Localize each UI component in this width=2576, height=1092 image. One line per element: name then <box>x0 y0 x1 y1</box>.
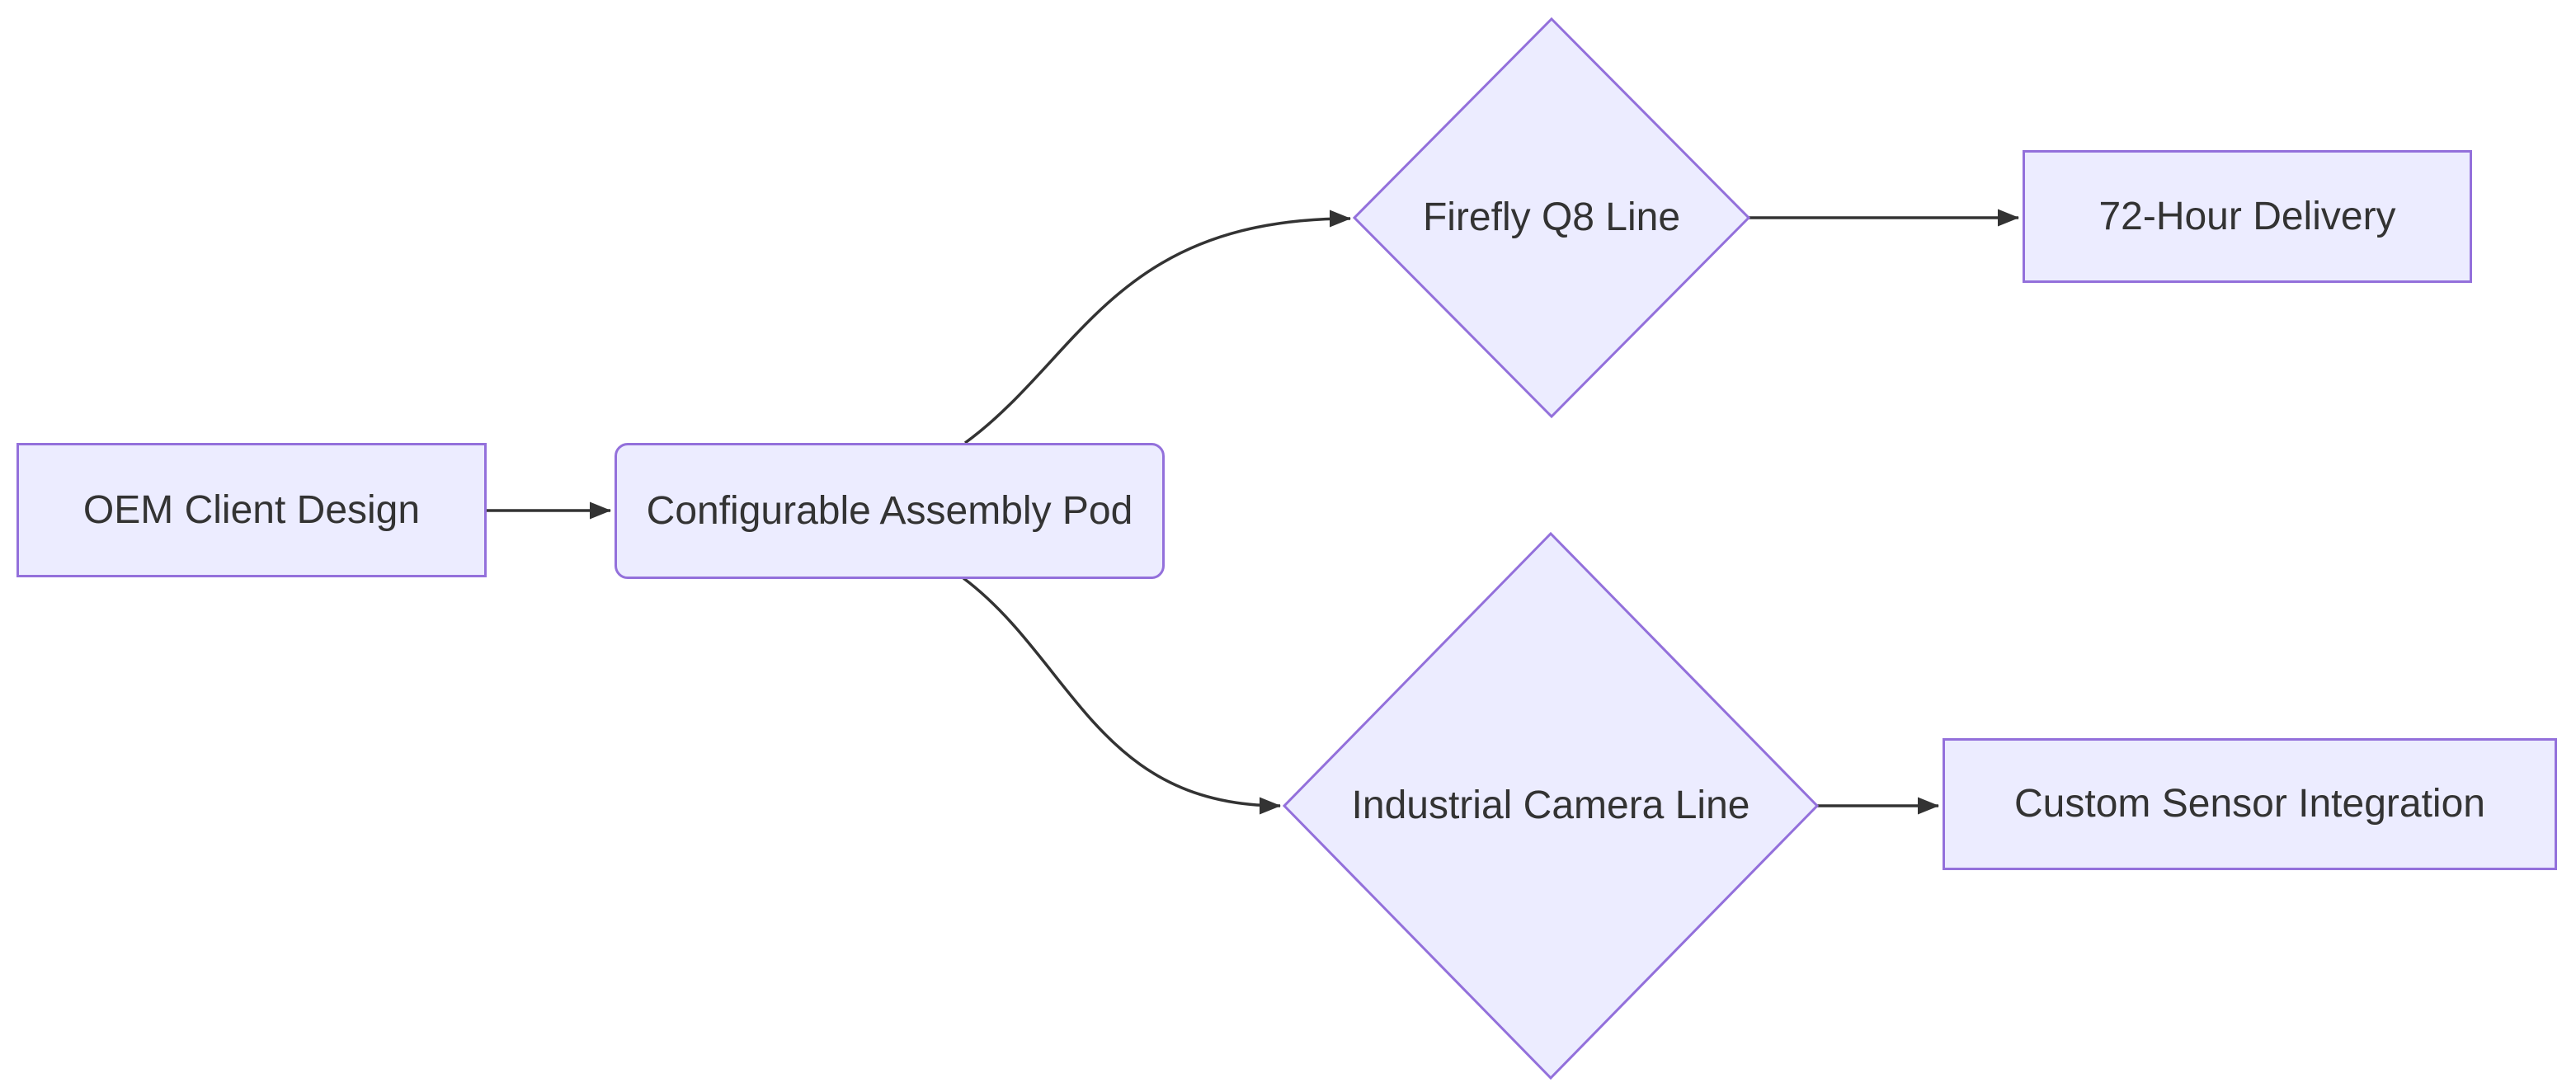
node-custom-sensor-integration: Custom Sensor Integration <box>1943 738 2557 870</box>
diamond-firefly-q8-line-text: Firefly Q8 Line <box>1422 195 1681 240</box>
diamond-firefly-q8-line <box>1352 16 1751 419</box>
edge-assembly-pod-to-industrial <box>962 577 1281 815</box>
node-oem-client-design: OEM Client Design <box>16 443 487 577</box>
node-configurable-assembly-pod-label: Configurable Assembly Pod <box>646 488 1133 533</box>
diamond-industrial-camera-line-text: Industrial Camera Line <box>1351 784 1750 828</box>
node-72-hour-delivery: 72-Hour Delivery <box>2023 150 2472 283</box>
node-custom-sensor-integration-label: Custom Sensor Integration <box>2014 782 2485 826</box>
diamond-firefly-q8-line-label: Firefly Q8 Line <box>1354 189 1749 247</box>
node-72-hour-delivery-label: 72-Hour Delivery <box>2098 194 2396 238</box>
node-oem-client-design-label: OEM Client Design <box>82 487 421 532</box>
node-configurable-assembly-pod: Configurable Assembly Pod <box>615 443 1165 579</box>
edge-assembly-pod-to-firefly <box>963 209 1351 445</box>
diamond-industrial-camera-line-label: Industrial Camera Line <box>1284 777 1817 835</box>
diamond-industrial-camera-line <box>1282 531 1820 1080</box>
